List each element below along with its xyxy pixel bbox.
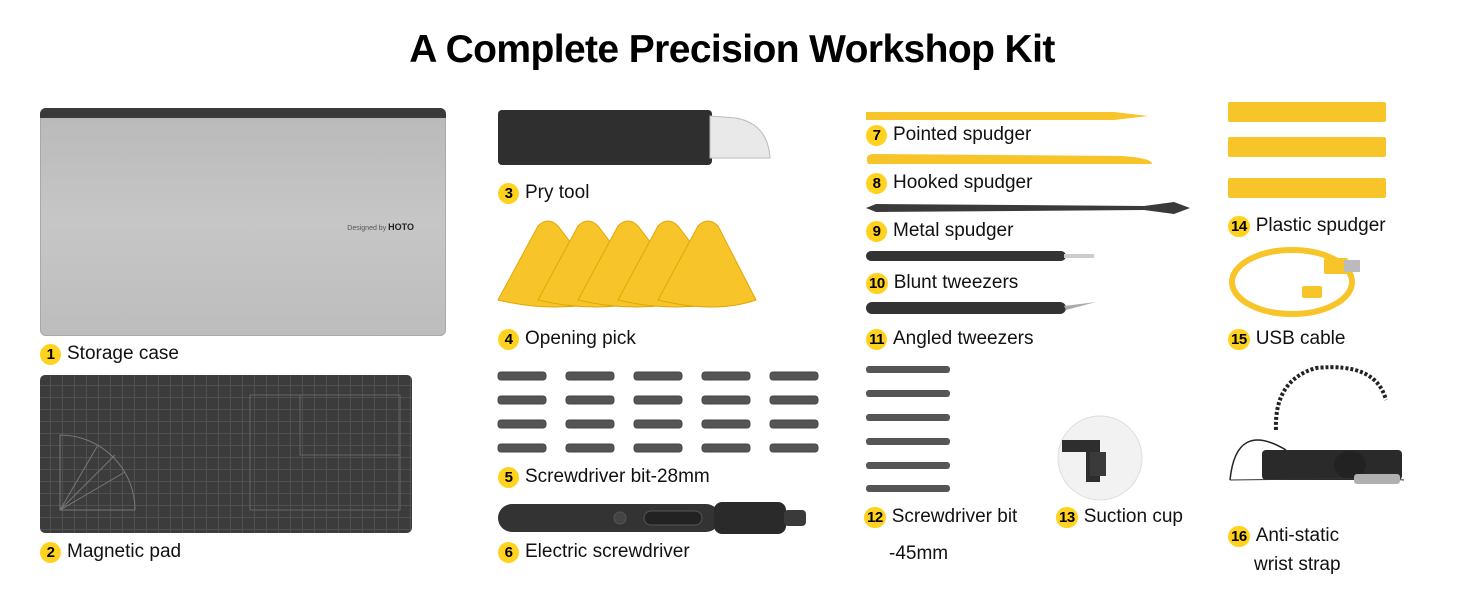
item-label-plastic-spudger: 14 Plastic spudger — [1228, 215, 1386, 237]
item-label-opening-pick: 4 Opening pick — [498, 328, 636, 350]
case-brand: Designed by HOTO — [347, 222, 414, 232]
item-label-anti-static-wrist-strap: 16 Anti-static — [1228, 525, 1339, 547]
hooked-spudger-image — [866, 154, 1152, 164]
screwdriver-bits-45mm-image — [866, 366, 950, 492]
item-number-badge: 14 — [1228, 215, 1250, 237]
item-number-badge: 13 — [1056, 506, 1078, 528]
item-label-text: Plastic spudger — [1255, 215, 1386, 236]
item-label-screwdriver-bit-45mm: 12 Screwdriver bit — [864, 506, 1017, 528]
item-label-anti-static-wrist-strap-line2: wrist strap — [1254, 554, 1341, 575]
case-logo: HOTO — [388, 222, 414, 232]
suction-cup-image — [1057, 415, 1143, 501]
item-label-text: Screwdriver bit-28mm — [525, 466, 710, 487]
item-label-text: Storage case — [67, 343, 179, 364]
item-label-text: Screwdriver bit — [891, 506, 1018, 527]
plastic-spudger-image-2 — [1228, 137, 1386, 157]
pry-tool-blade — [709, 115, 771, 159]
item-label-usb-cable: 15 USB cable — [1228, 328, 1345, 350]
item-number-badge: 5 — [498, 466, 519, 488]
item-label-text: USB cable — [1255, 328, 1346, 349]
item-label-text: Metal spudger — [893, 220, 1014, 241]
pointed-spudger-image — [866, 112, 1148, 120]
item-number-badge: 2 — [40, 541, 61, 563]
usb-cable-image — [1229, 247, 1360, 317]
angled-tweezers-image — [866, 302, 1096, 314]
item-label-text: Anti-static — [1255, 525, 1340, 546]
item-label-pry-tool: 3 Pry tool — [498, 182, 589, 204]
plastic-spudger-image-1 — [1228, 102, 1386, 122]
item-number-badge: 6 — [498, 541, 519, 563]
item-label-text: Angled tweezers — [893, 328, 1034, 349]
item-label-text: Suction cup — [1083, 506, 1183, 527]
blunt-tweezers-image — [866, 251, 1094, 261]
item-label-suction-cup: 13 Suction cup — [1056, 506, 1183, 528]
item-label-storage-case: 1 Storage case — [40, 343, 179, 365]
case-designed-by: Designed by — [347, 225, 387, 232]
screwdriver-bits-28mm-image — [497, 371, 819, 453]
item-label-text: Magnetic pad — [67, 541, 182, 562]
item-number-badge: 10 — [866, 272, 888, 294]
item-number-badge: 4 — [498, 328, 519, 350]
storage-case-image: Designed by HOTO — [40, 108, 446, 336]
opening-picks-image — [497, 220, 757, 308]
plastic-spudger-image-3 — [1228, 178, 1386, 198]
anti-static-wrist-strap-image — [1229, 365, 1405, 484]
page-title: A Complete Precision Workshop Kit — [409, 28, 1055, 71]
item-number-badge: 11 — [866, 328, 887, 350]
electric-screwdriver-image — [498, 502, 806, 534]
item-number-badge: 7 — [866, 124, 887, 146]
item-label-text: Electric screwdriver — [525, 541, 690, 562]
item-label-electric-screwdriver: 6 Electric screwdriver — [498, 541, 690, 563]
item-number-badge: 9 — [866, 220, 887, 242]
item-label-pointed-spudger: 7 Pointed spudger — [866, 124, 1031, 146]
item-number-badge: 8 — [866, 172, 887, 194]
item-number-badge: 12 — [864, 506, 886, 528]
item-label-text: Opening pick — [525, 328, 636, 349]
metal-spudger-image — [866, 202, 1190, 214]
item-label-text: Blunt tweezers — [893, 272, 1019, 293]
item-label-text: Pry tool — [525, 182, 590, 203]
item-label-magnetic-pad: 2 Magnetic pad — [40, 541, 181, 563]
item-label-screwdriver-bit-28mm: 5 Screwdriver bit-28mm — [498, 466, 710, 488]
item-label-metal-spudger: 9 Metal spudger — [866, 220, 1013, 242]
item-label-hooked-spudger: 8 Hooked spudger — [866, 172, 1032, 194]
item-number-badge: 3 — [498, 182, 519, 204]
item-number-badge: 15 — [1228, 328, 1250, 350]
item-label-text: Hooked spudger — [893, 172, 1033, 193]
item-label-blunt-tweezers: 10 Blunt tweezers — [866, 272, 1018, 294]
item-number-badge: 16 — [1228, 525, 1250, 547]
pry-tool-image — [498, 110, 712, 165]
storage-case-lip — [40, 108, 446, 118]
item-label-screwdriver-bit-45mm-line2: -45mm — [889, 543, 949, 564]
magnetic-pad-image — [40, 375, 412, 533]
item-label-angled-tweezers: 11 Angled tweezers — [866, 328, 1033, 350]
pad-protractor-graphic — [59, 394, 401, 511]
item-label-text: Pointed spudger — [893, 124, 1032, 145]
item-number-badge: 1 — [40, 343, 61, 365]
